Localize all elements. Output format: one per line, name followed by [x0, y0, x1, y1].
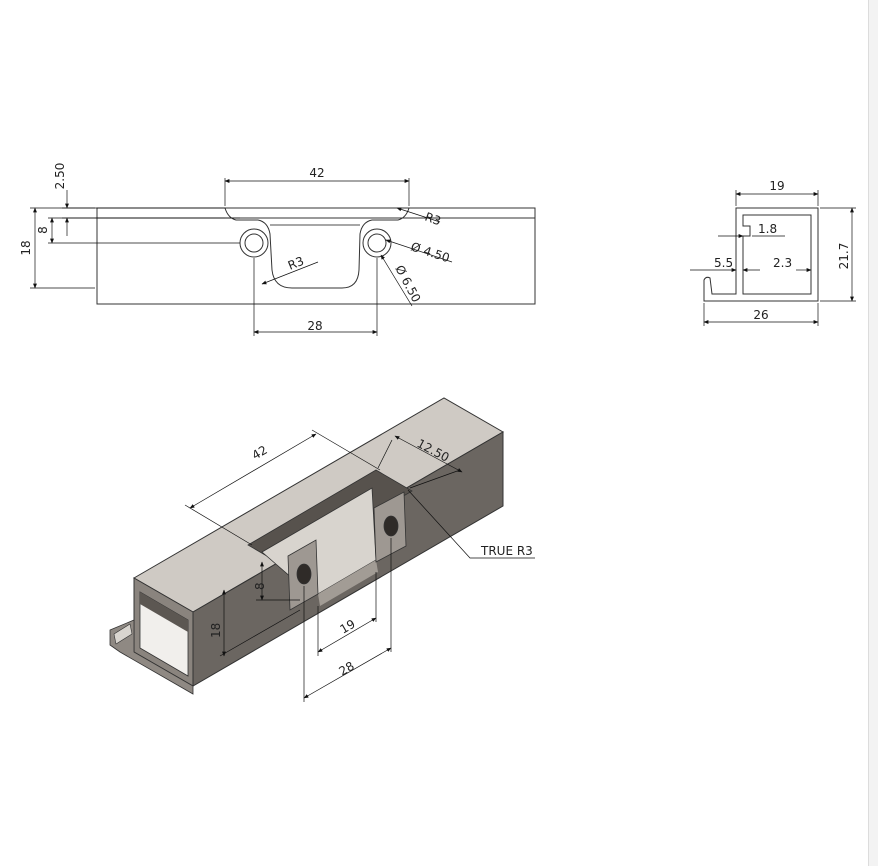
section-view: 19 1.8 5.5 2.3 21.7 26: [690, 179, 856, 326]
right-hole-outer: [362, 228, 392, 258]
front-radius-inner: R3: [286, 254, 306, 273]
section-profile-outer: [703, 207, 819, 302]
front-dim-42: 42: [309, 166, 324, 180]
iso-dim-28: 28: [337, 659, 357, 679]
front-radius-top: R3: [423, 210, 443, 229]
front-dim-2-50: 2.50: [53, 163, 67, 190]
left-hole-outer: [239, 228, 269, 258]
section-dim-5-5: 5.5: [714, 256, 733, 270]
front-view: 42 28 18 8 2.50 R3 R3 Ø 4.50 Ø 6.50: [19, 163, 536, 336]
front-dim-28: 28: [307, 319, 322, 333]
iso-dim-42: 42: [250, 443, 270, 463]
section-dim-26: 26: [753, 308, 768, 322]
section-dim-21-7: 21.7: [837, 243, 851, 270]
right-hole-inner: [367, 233, 387, 253]
front-view-outline: [96, 207, 536, 305]
front-hole-inner-dia: Ø 4.50: [409, 240, 451, 266]
front-view-notch: [224, 207, 410, 289]
iso-dim-8: 8: [253, 582, 267, 590]
iso-view: 42 12.50 TRUE R3 8 18 19 28: [109, 397, 535, 702]
iso-dim-18: 18: [209, 623, 223, 638]
front-dim-8: 8: [36, 226, 50, 234]
page-edge: [868, 0, 878, 866]
left-hole-inner: [244, 233, 264, 253]
front-hole-outer-dia: Ø 6.50: [392, 263, 423, 305]
iso-callout-true-r3: TRUE R3: [480, 544, 533, 558]
section-dim-2-3: 2.3: [773, 256, 792, 270]
iso-dim-19: 19: [338, 617, 358, 637]
iso-flange-lip: [109, 619, 194, 695]
front-dim-18: 18: [19, 240, 33, 255]
section-dim-19: 19: [769, 179, 784, 193]
section-dim-1-8: 1.8: [758, 222, 777, 236]
